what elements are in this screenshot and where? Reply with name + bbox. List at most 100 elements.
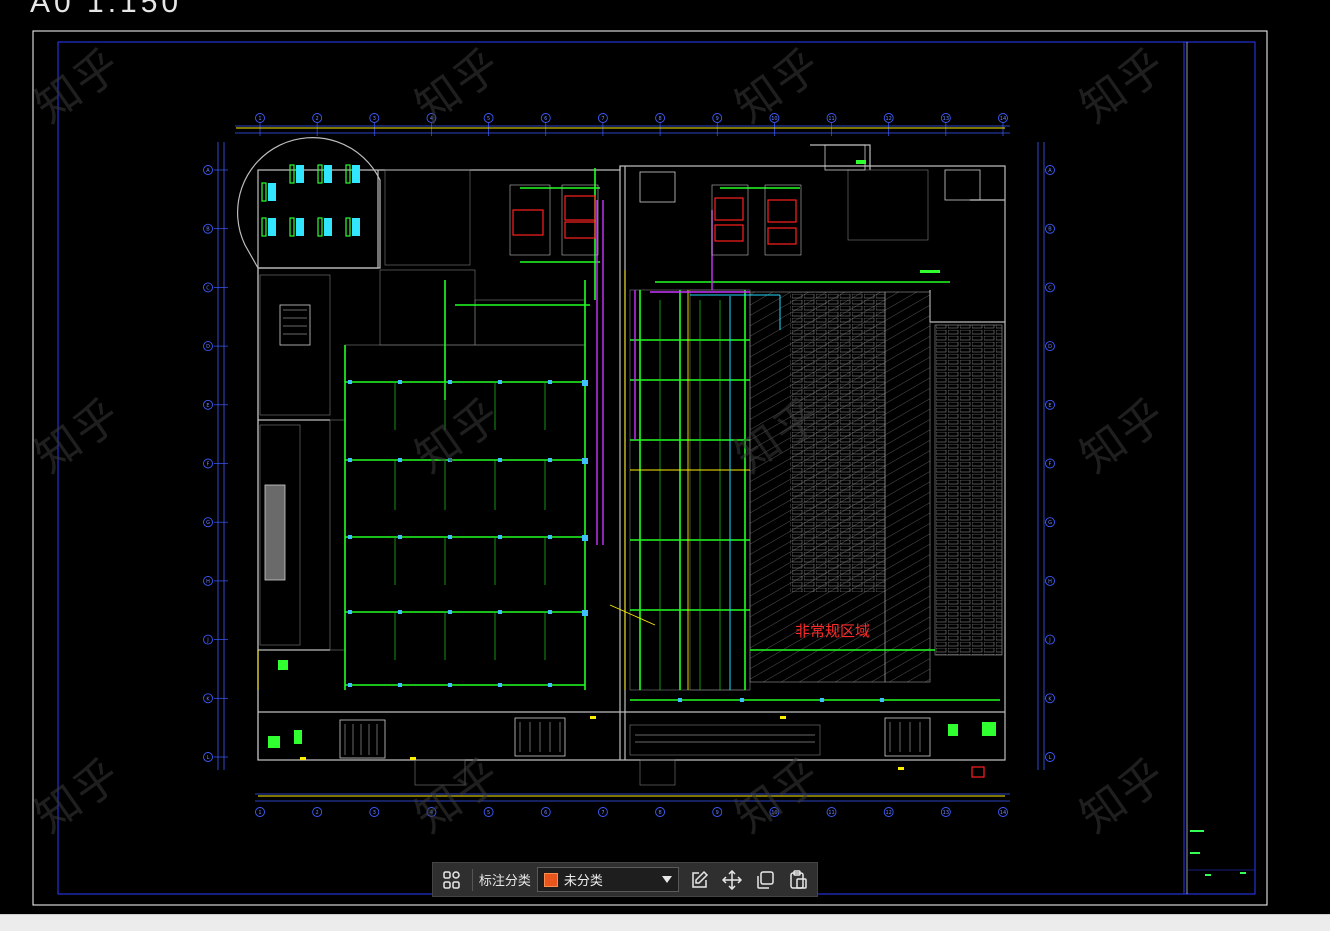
grid-bubble-col-label: 7 bbox=[601, 116, 604, 122]
duct-diffusers bbox=[348, 380, 884, 702]
grid-bubble-col-label: 10 bbox=[771, 116, 777, 122]
grid-bubble-row-label: B bbox=[1048, 227, 1052, 233]
grid-bubble-col-label: 11 bbox=[828, 116, 834, 122]
grid-bubble-row-label: E bbox=[206, 403, 209, 409]
grid-bubble-col bbox=[712, 113, 723, 123]
grid-bubble-col bbox=[826, 807, 837, 817]
move-icon[interactable] bbox=[718, 866, 745, 894]
grid-bubble-row bbox=[203, 752, 213, 762]
grid-bubble-col bbox=[769, 807, 780, 817]
room-tags bbox=[268, 160, 996, 748]
grid-bubble-col-label: 10 bbox=[771, 810, 777, 816]
grid-bubble-col bbox=[483, 807, 494, 817]
grid-bubble-row bbox=[1045, 223, 1055, 234]
grid-bubble-row bbox=[1045, 282, 1055, 293]
grid-bubble-col bbox=[883, 113, 894, 123]
sheet-border bbox=[32, 30, 1268, 906]
grid-bubble-col-label: 6 bbox=[544, 116, 547, 122]
grid-bubble-row-label: L bbox=[1049, 755, 1052, 761]
grid-bubble-col bbox=[597, 807, 608, 817]
zone-marker bbox=[971, 766, 985, 778]
dimension-lines bbox=[217, 125, 1045, 802]
grid-icon[interactable] bbox=[439, 866, 466, 894]
grid-bubble-col bbox=[369, 113, 380, 123]
duct-branches bbox=[394, 300, 721, 690]
grid-bubble-row-label: A bbox=[1048, 168, 1052, 174]
zone-label: 非常规区域 bbox=[795, 622, 870, 640]
status-bar bbox=[0, 914, 1330, 931]
grid-bubble-col bbox=[483, 113, 494, 123]
grid-bubble-row bbox=[203, 399, 213, 410]
grid-bubble-row bbox=[1045, 341, 1055, 352]
grid-bubble-row-label: H bbox=[1048, 579, 1052, 585]
grid-bubble-col bbox=[712, 807, 723, 817]
ahu-equipment-outline bbox=[509, 184, 802, 256]
grid-bubble-row bbox=[1045, 634, 1055, 645]
grid-bubble-row-label: H bbox=[206, 579, 210, 585]
grid-bubble-row bbox=[1045, 458, 1055, 469]
grid-bubble-row bbox=[203, 223, 213, 234]
grid-bubble-col-label: 8 bbox=[658, 116, 661, 122]
grid-bubble-row bbox=[203, 575, 213, 586]
grid-bubble-col-label: 4 bbox=[430, 810, 433, 816]
grid-bubble-col bbox=[769, 113, 780, 123]
grid-bubble-col-label: 4 bbox=[430, 116, 433, 122]
toolbar-divider bbox=[471, 868, 473, 891]
pipes-yellow bbox=[236, 127, 1005, 797]
paste-icon[interactable] bbox=[784, 866, 811, 894]
grid-bubble-col bbox=[540, 113, 551, 123]
category-select[interactable]: 未分类 bbox=[536, 867, 680, 892]
grid-bubble-col bbox=[883, 807, 894, 817]
category-select-value: 未分类 bbox=[563, 874, 603, 889]
grid-bubble-row-label: C bbox=[206, 285, 210, 291]
grid-bubble-col bbox=[255, 807, 265, 817]
storage-hatched-area bbox=[749, 291, 1003, 683]
riser-cyan bbox=[690, 294, 781, 690]
grid-bubble-col bbox=[369, 807, 380, 817]
grid-bubble-col bbox=[826, 113, 837, 123]
title-block-text bbox=[1190, 830, 1246, 876]
stair-cores bbox=[264, 144, 981, 759]
grid-bubble-row bbox=[203, 634, 213, 645]
grid-bubble-col-label: 2 bbox=[316, 116, 319, 122]
grid-bubble-col-label: 14 bbox=[1000, 810, 1006, 816]
grid-bubble-col-label: 3 bbox=[373, 116, 376, 122]
grid-bubble-col-label: 13 bbox=[943, 810, 949, 816]
dimension-ticks bbox=[300, 716, 904, 770]
grid-bubble-row-label: F bbox=[1049, 462, 1052, 468]
edit-icon[interactable] bbox=[685, 866, 712, 894]
grid-bubble-col-label: 11 bbox=[828, 810, 834, 816]
grid-bubble-col bbox=[312, 113, 323, 123]
grid-bubble-row bbox=[1045, 165, 1055, 175]
grid-bubble-row-label: E bbox=[1048, 403, 1051, 409]
ahu-equipment bbox=[512, 195, 797, 245]
grid-bubble-col-label: 9 bbox=[716, 116, 719, 122]
grid-bubble-row-label: D bbox=[206, 344, 210, 350]
grid-bubble-col-label: 12 bbox=[886, 810, 892, 816]
grid-bubble-row-label: G bbox=[1048, 520, 1052, 526]
grid-bubble-row bbox=[203, 517, 213, 528]
grid-bubble-col bbox=[312, 807, 323, 817]
grid-bubble-row-label: J bbox=[206, 638, 208, 644]
grid-bubble-row-label: J bbox=[1048, 638, 1050, 644]
grid-bubble-col bbox=[998, 113, 1008, 123]
grid-bubble-col bbox=[940, 807, 951, 817]
grid-bubble-col-label: 13 bbox=[943, 116, 949, 122]
grid-bubble-row-label: C bbox=[1048, 285, 1052, 291]
grid-bubble-col-label: 5 bbox=[487, 810, 490, 816]
grid-bubble-row bbox=[203, 282, 213, 293]
grid-bubble-row bbox=[203, 341, 213, 352]
grid-bubble-col bbox=[655, 113, 666, 123]
category-label: 标注分类 bbox=[478, 874, 531, 889]
copy-icon[interactable] bbox=[751, 866, 778, 894]
grid-bubble-col-label: 8 bbox=[658, 810, 661, 816]
grid-bubble-row bbox=[203, 165, 213, 175]
grid-bubble-row bbox=[203, 693, 213, 704]
grid-bubble-col-label: 14 bbox=[1000, 116, 1006, 122]
grid-bubble-row-label: F bbox=[207, 462, 210, 468]
grid-bubble-col bbox=[940, 113, 951, 123]
grid-bubble-col bbox=[426, 807, 437, 817]
grid-bubble-row bbox=[1045, 693, 1055, 704]
